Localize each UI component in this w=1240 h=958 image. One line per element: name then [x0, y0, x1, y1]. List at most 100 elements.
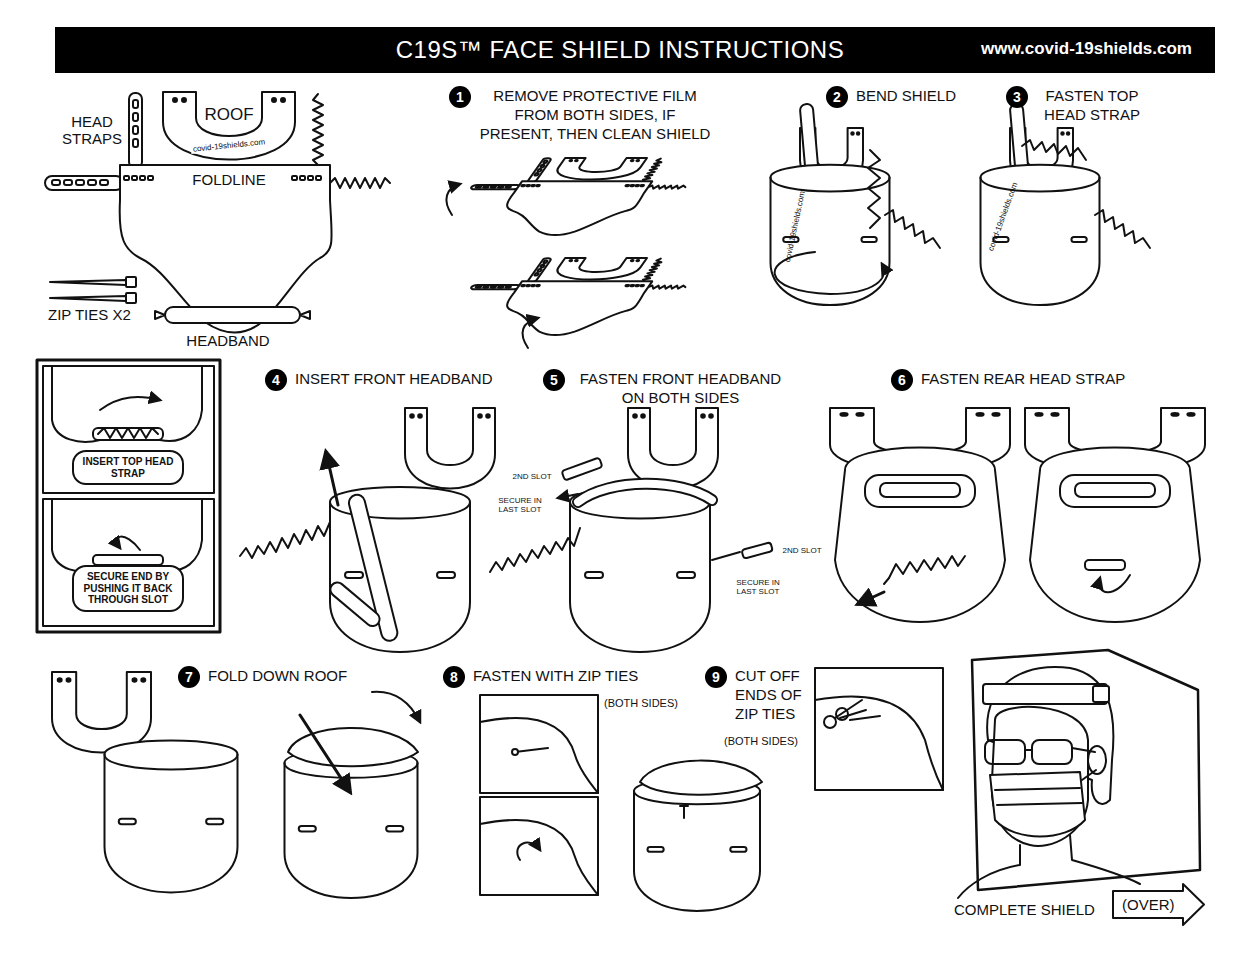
step-heading: 3FASTEN TOP HEAD STRAP — [1006, 86, 1148, 124]
callout-bubble: SECURE END BY PUSHING IT BACK THROUGH SL… — [72, 565, 184, 612]
zip-tie-step — [640, 761, 762, 795]
step-heading: 9CUT OFF ENDS OF ZIP TIES — [705, 666, 809, 723]
side-note: (BOTH SIDES) — [724, 735, 798, 748]
fasten-headband-step — [558, 494, 578, 498]
side-note: (BOTH SIDES) — [604, 697, 678, 710]
printed-mark: covid-19shields.com — [986, 181, 1019, 252]
callout-bubble: INSERT TOP HEAD STRAP — [72, 450, 184, 485]
cut-ties-step — [850, 716, 880, 720]
fold-roof-step — [372, 692, 420, 722]
rear-strap-step — [1060, 475, 1170, 507]
zip-tie — [50, 277, 136, 303]
step-title: FASTEN REAR HEAD STRAP — [921, 369, 1161, 388]
detail-inset — [52, 499, 202, 572]
zip-tie-step — [634, 779, 760, 911]
website-url: www.covid-19shields.com — [981, 39, 1192, 59]
fasten-headband-step — [490, 408, 773, 652]
fasten-headband-step — [570, 487, 710, 652]
fasten-headband-step — [628, 408, 718, 489]
top-strap-step — [1095, 210, 1150, 248]
rear-strap-step — [858, 592, 884, 604]
insert-headband-step — [405, 408, 495, 489]
fasten-headband-step — [561, 457, 602, 480]
slot-note: SECURE IN LAST SLOT — [493, 496, 548, 514]
fold-roof-step — [52, 672, 151, 753]
step-title: FASTEN FRONT HEADBAND ON BOTH SIDES — [573, 369, 788, 407]
insert-headband-step — [330, 487, 470, 652]
fold-roof-step — [300, 715, 350, 792]
insert-headband-step — [328, 580, 383, 629]
top-strap-step — [981, 104, 1151, 305]
part-name: ZIP TIES X2 — [48, 306, 131, 323]
part-name: HEADBAND — [186, 332, 269, 349]
rear-strap-step — [865, 475, 975, 507]
detail-inset — [93, 428, 163, 440]
wearer-figure — [983, 684, 1107, 704]
zip-tie-step — [680, 806, 688, 818]
rear-strap-step — [830, 408, 1205, 622]
peel-film-step — [523, 318, 538, 348]
cut-ties-step — [815, 668, 943, 790]
fasten-headband-step — [712, 552, 740, 560]
step-number: 2 — [826, 86, 848, 108]
arrow-text: (OVER) — [1122, 896, 1175, 913]
part-name: ROOF — [204, 105, 253, 125]
printed-mark: covid-19shields.com — [783, 190, 807, 263]
step-number: 1 — [449, 86, 471, 108]
fold-roof-step — [285, 750, 418, 899]
zip-tie-step — [480, 797, 598, 895]
fold-roof-step — [105, 741, 238, 893]
step-title: BEND SHIELD — [856, 86, 976, 105]
insert-headband-step — [240, 522, 330, 558]
step-title: FASTEN TOP HEAD STRAP — [1036, 86, 1148, 124]
rear-strap-step — [880, 483, 960, 497]
part-name: HEAD STRAPS — [59, 113, 125, 148]
step-title: FASTEN WITH ZIP TIES — [473, 666, 693, 685]
fasten-headband-step — [490, 528, 580, 572]
cut-ties-step — [815, 668, 943, 790]
rear-strap-step — [835, 448, 1005, 623]
rear-strap-step — [1030, 448, 1200, 623]
insert-headband-step — [240, 408, 495, 652]
rear-strap-step — [1099, 575, 1130, 592]
slot-note: 2ND SLOT — [782, 546, 821, 555]
peel-film-step — [446, 184, 460, 215]
zip-tie — [50, 296, 126, 301]
step-heading: 5FASTEN FRONT HEADBAND ON BOTH SIDES — [543, 369, 788, 407]
printed-mark: covid-19shields.com — [190, 137, 267, 154]
insert-headband-step — [326, 452, 338, 505]
page-title: C19S™ FACE SHIELD INSTRUCTIONS — [396, 36, 844, 64]
step-number: 8 — [443, 666, 465, 688]
step-title: CUT OFF ENDS OF ZIP TIES — [735, 666, 809, 723]
wearer-figure — [985, 740, 1025, 764]
peel-film-step — [438, 258, 706, 335]
part-name: FOLDLINE — [192, 171, 265, 188]
detail-inset — [52, 366, 202, 442]
bend-shield-step — [771, 104, 941, 305]
step-heading: 1REMOVE PROTECTIVE FILM FROM BOTH SIDES,… — [449, 86, 711, 143]
rear-strap-step — [1025, 408, 1205, 622]
step-heading: 2 BEND SHIELD — [826, 86, 976, 108]
figure-caption: COMPLETE SHIELD — [952, 901, 1097, 918]
wearer-figure — [1025, 748, 1095, 752]
headband — [165, 307, 300, 323]
step-heading: 4INSERT FRONT HEADBAND — [265, 369, 525, 391]
top-strap-step — [981, 165, 1100, 305]
callout-text: INSERT TOP HEAD STRAP — [83, 456, 174, 479]
step-heading: 8 FASTEN WITH ZIP TIES — [443, 666, 693, 688]
slot-note: SECURE IN LAST SLOT — [731, 578, 786, 596]
zip-tie-step — [517, 843, 540, 860]
detail-inset — [98, 428, 158, 438]
shield-parts — [45, 92, 390, 333]
wearer-figure — [958, 650, 1200, 898]
wearer-figure — [995, 770, 1096, 805]
peel-film-step — [438, 158, 706, 235]
zip-tie-step — [480, 695, 598, 793]
detail-inset — [37, 360, 220, 632]
detail-inset — [100, 397, 160, 410]
zip-tie — [126, 277, 136, 287]
headband — [155, 311, 165, 319]
fold-roof-step — [52, 672, 420, 898]
